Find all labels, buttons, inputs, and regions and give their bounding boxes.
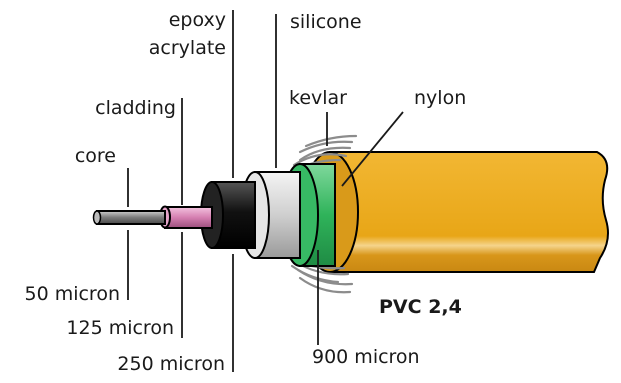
pvc-jacket <box>329 151 609 273</box>
label-50-micron: 50 micron <box>24 283 120 305</box>
label-nylon: nylon <box>414 87 467 109</box>
label-900-micron: 900 micron <box>312 346 420 368</box>
label-250-micron: 250 micron <box>117 353 225 375</box>
label-125-micron: 125 micron <box>66 317 174 339</box>
leader-lines <box>127 10 404 372</box>
label-silicone: silicone <box>290 11 362 33</box>
label-epoxy: epoxy <box>168 9 226 31</box>
label-kevlar: kevlar <box>289 87 347 109</box>
label-acrylate: acrylate <box>148 37 226 59</box>
core-fiber <box>96 210 166 225</box>
cladding-layer <box>164 206 213 229</box>
core-end-face <box>92 210 102 225</box>
label-core: core <box>74 145 116 167</box>
label-cladding: cladding <box>95 97 176 119</box>
label-pvc: PVC 2,4 <box>379 296 462 318</box>
kevlar-strands <box>288 134 358 294</box>
